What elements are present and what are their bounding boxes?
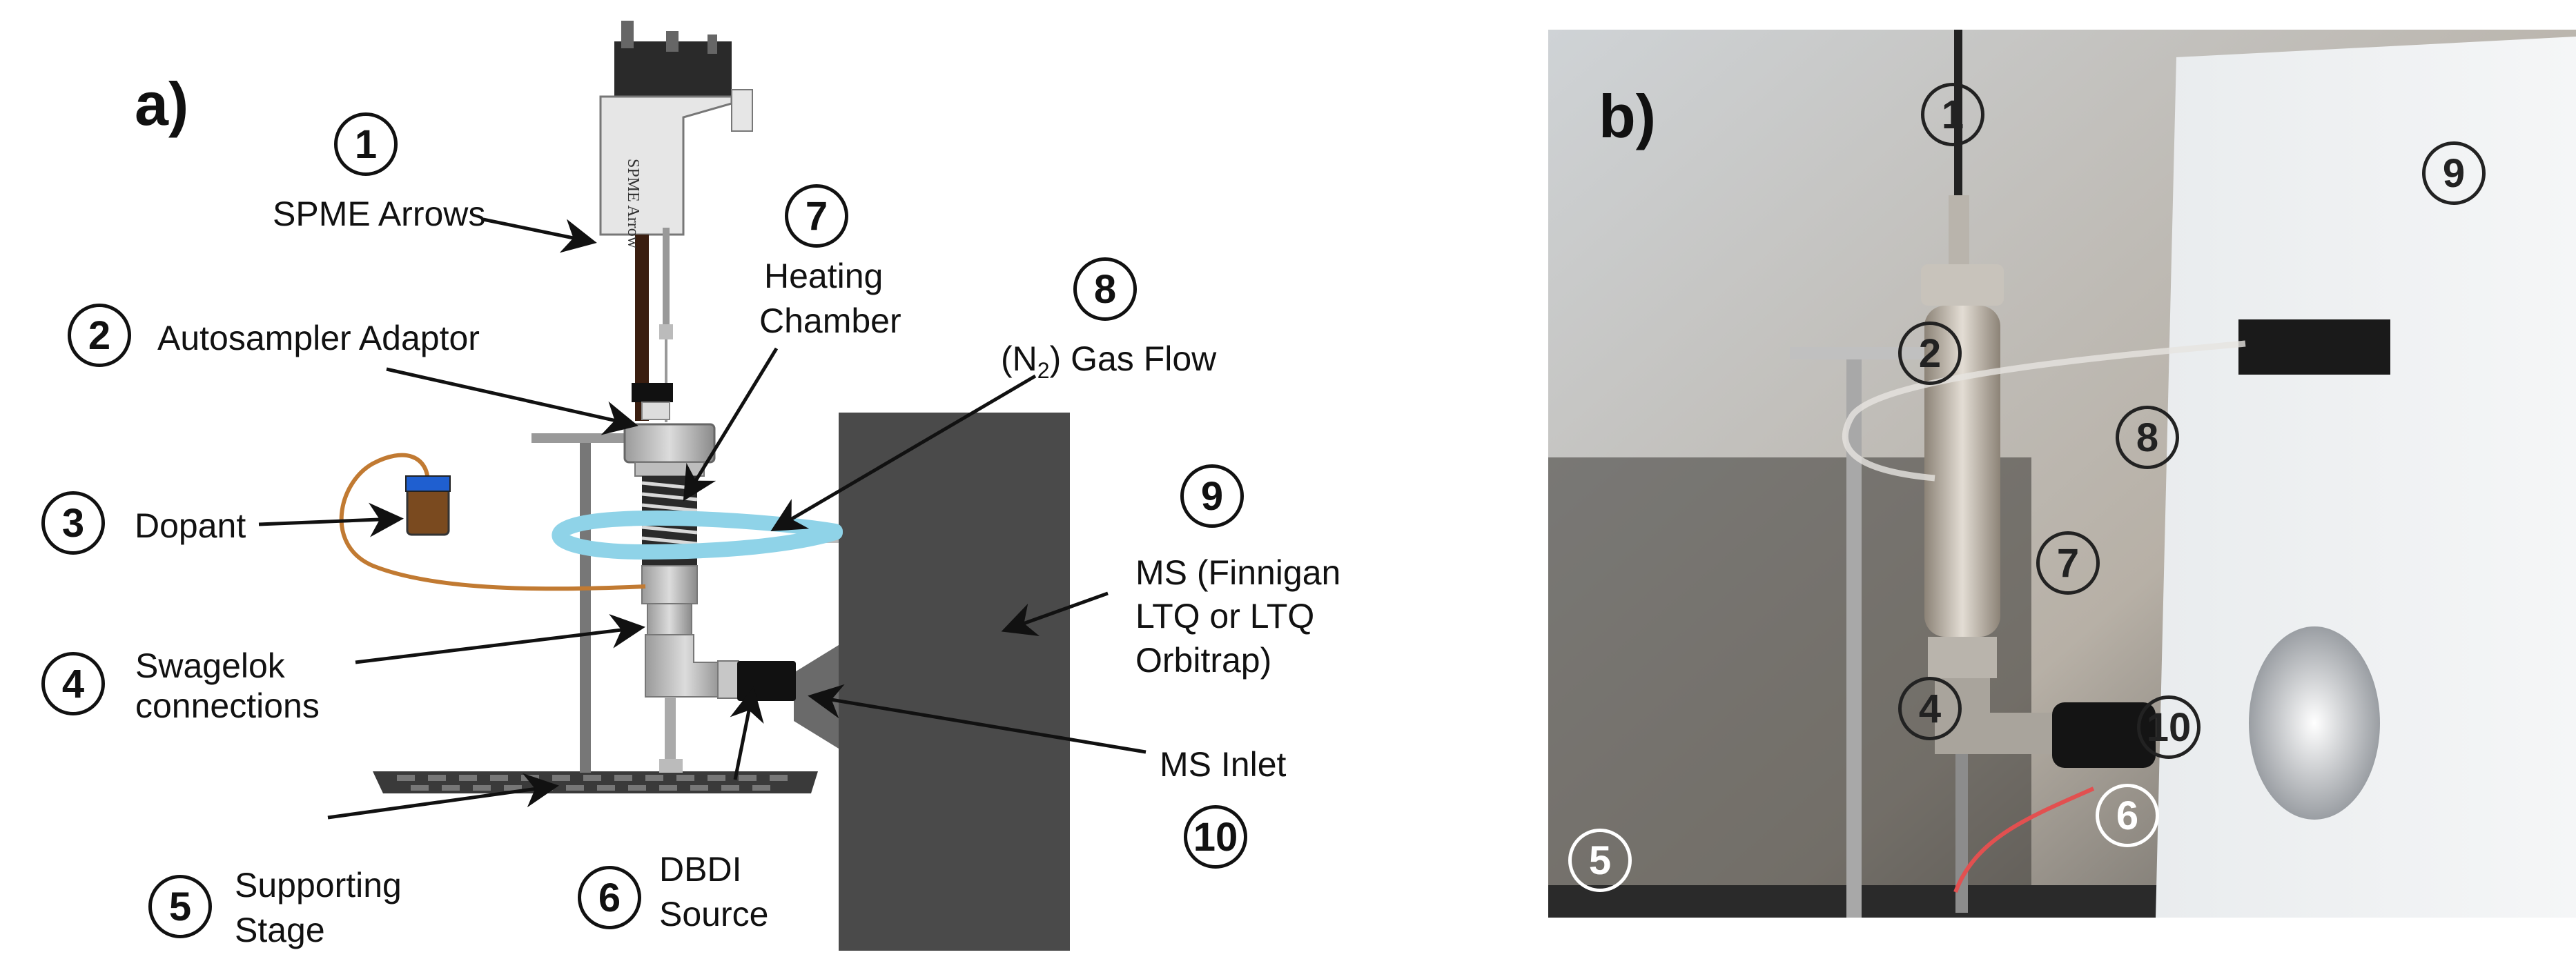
label-gas-sub: 2 (1037, 358, 1050, 383)
label-ms-line2: LTQ or LTQ (1135, 597, 1315, 635)
arrow-spme (482, 217, 597, 253)
spme-body-text: SPME Arrow (624, 159, 642, 249)
arrow-adaptor (386, 367, 638, 435)
marker-7: 7 (785, 184, 848, 248)
photo-marker-1: 1 (1921, 83, 1984, 146)
label-ms-line1: MS (Finnigan (1135, 553, 1341, 592)
marker-5: 5 (148, 875, 212, 938)
marker-10: 10 (1184, 805, 1247, 869)
label-autosampler-adaptor: Autosampler Adaptor (157, 319, 480, 357)
label-dbdi-line2: Source (659, 895, 769, 933)
label-ms-line3: Orbitrap) (1135, 641, 1272, 680)
support-arm (531, 433, 642, 443)
ms-block (839, 413, 1070, 951)
arrow-dopant (258, 502, 404, 537)
support-post (580, 442, 591, 773)
label-heating-line1: Heating (764, 257, 884, 295)
dbdi-source-block (737, 661, 796, 701)
label-stage-line2: Stage (235, 911, 325, 949)
marker-8: 8 (1073, 257, 1137, 321)
panel-letter-b: b) (1599, 82, 1657, 150)
marker-2: 2 (68, 304, 131, 367)
marker-1: 1 (334, 112, 398, 176)
panel-a-schematic: a) SPME Arrow 1 2 3 4 5 6 7 8 9 10 SPME … (41, 21, 1341, 951)
photo-marker-8: 8 (2116, 406, 2179, 469)
bottom-rod (665, 697, 676, 766)
photo-marker-10: 10 (2137, 695, 2201, 759)
arrow-inlet (808, 684, 1146, 754)
photo-marker-5: 5 (1568, 829, 1632, 892)
schematic-drawing (258, 21, 1146, 951)
spme-arrow-device (599, 21, 753, 422)
label-dopant: Dopant (135, 506, 246, 545)
marker-4: 4 (41, 652, 105, 715)
panel-b-photo: b) 1 2 8 7 4 10 6 5 9 (1548, 30, 2576, 918)
arrow-stage (327, 773, 559, 820)
label-gas-flow: (N2) Gas Flow (1001, 338, 1216, 391)
arrow-swagelok (355, 614, 645, 664)
label-ms-inlet: MS Inlet (1160, 745, 1287, 784)
arrow-gas (770, 374, 1037, 532)
marker-6: 6 (578, 866, 641, 929)
photo-approximation (1548, 30, 2576, 918)
photo-marker-7: 7 (2036, 531, 2100, 595)
photo-marker-2: 2 (1898, 322, 1962, 385)
marker-3: 3 (41, 491, 105, 555)
photo-marker-6: 6 (2096, 784, 2159, 847)
label-swagelok-line2: connections (135, 686, 320, 725)
label-gas-pre: (N (1001, 339, 1037, 378)
arrow-dbdi (730, 686, 764, 780)
dopant-cap (405, 475, 451, 492)
supporting-stage (373, 771, 818, 793)
label-spme-arrows: SPME Arrows (273, 195, 486, 233)
label-gas-post: ) Gas Flow (1049, 339, 1217, 378)
dopant-tube (339, 453, 646, 591)
label-dbdi-line1: DBDI (659, 850, 742, 889)
label-stage-line1: Supporting (235, 866, 402, 904)
autosampler-adaptor (623, 423, 716, 464)
gas-flow-ring (552, 510, 843, 560)
arrow-ms (1001, 591, 1109, 637)
photo-marker-4: 4 (1898, 677, 1962, 740)
marker-9: 9 (1180, 464, 1244, 528)
panel-letter-a: a) (135, 70, 189, 138)
label-swagelok-line1: Swagelok (135, 646, 285, 685)
swagelok-elbow (645, 634, 725, 698)
arrow-heating (683, 347, 779, 502)
label-heating-line2: Chamber (759, 301, 901, 340)
photo-marker-9: 9 (2422, 141, 2486, 205)
swagelok-upper (641, 565, 698, 604)
